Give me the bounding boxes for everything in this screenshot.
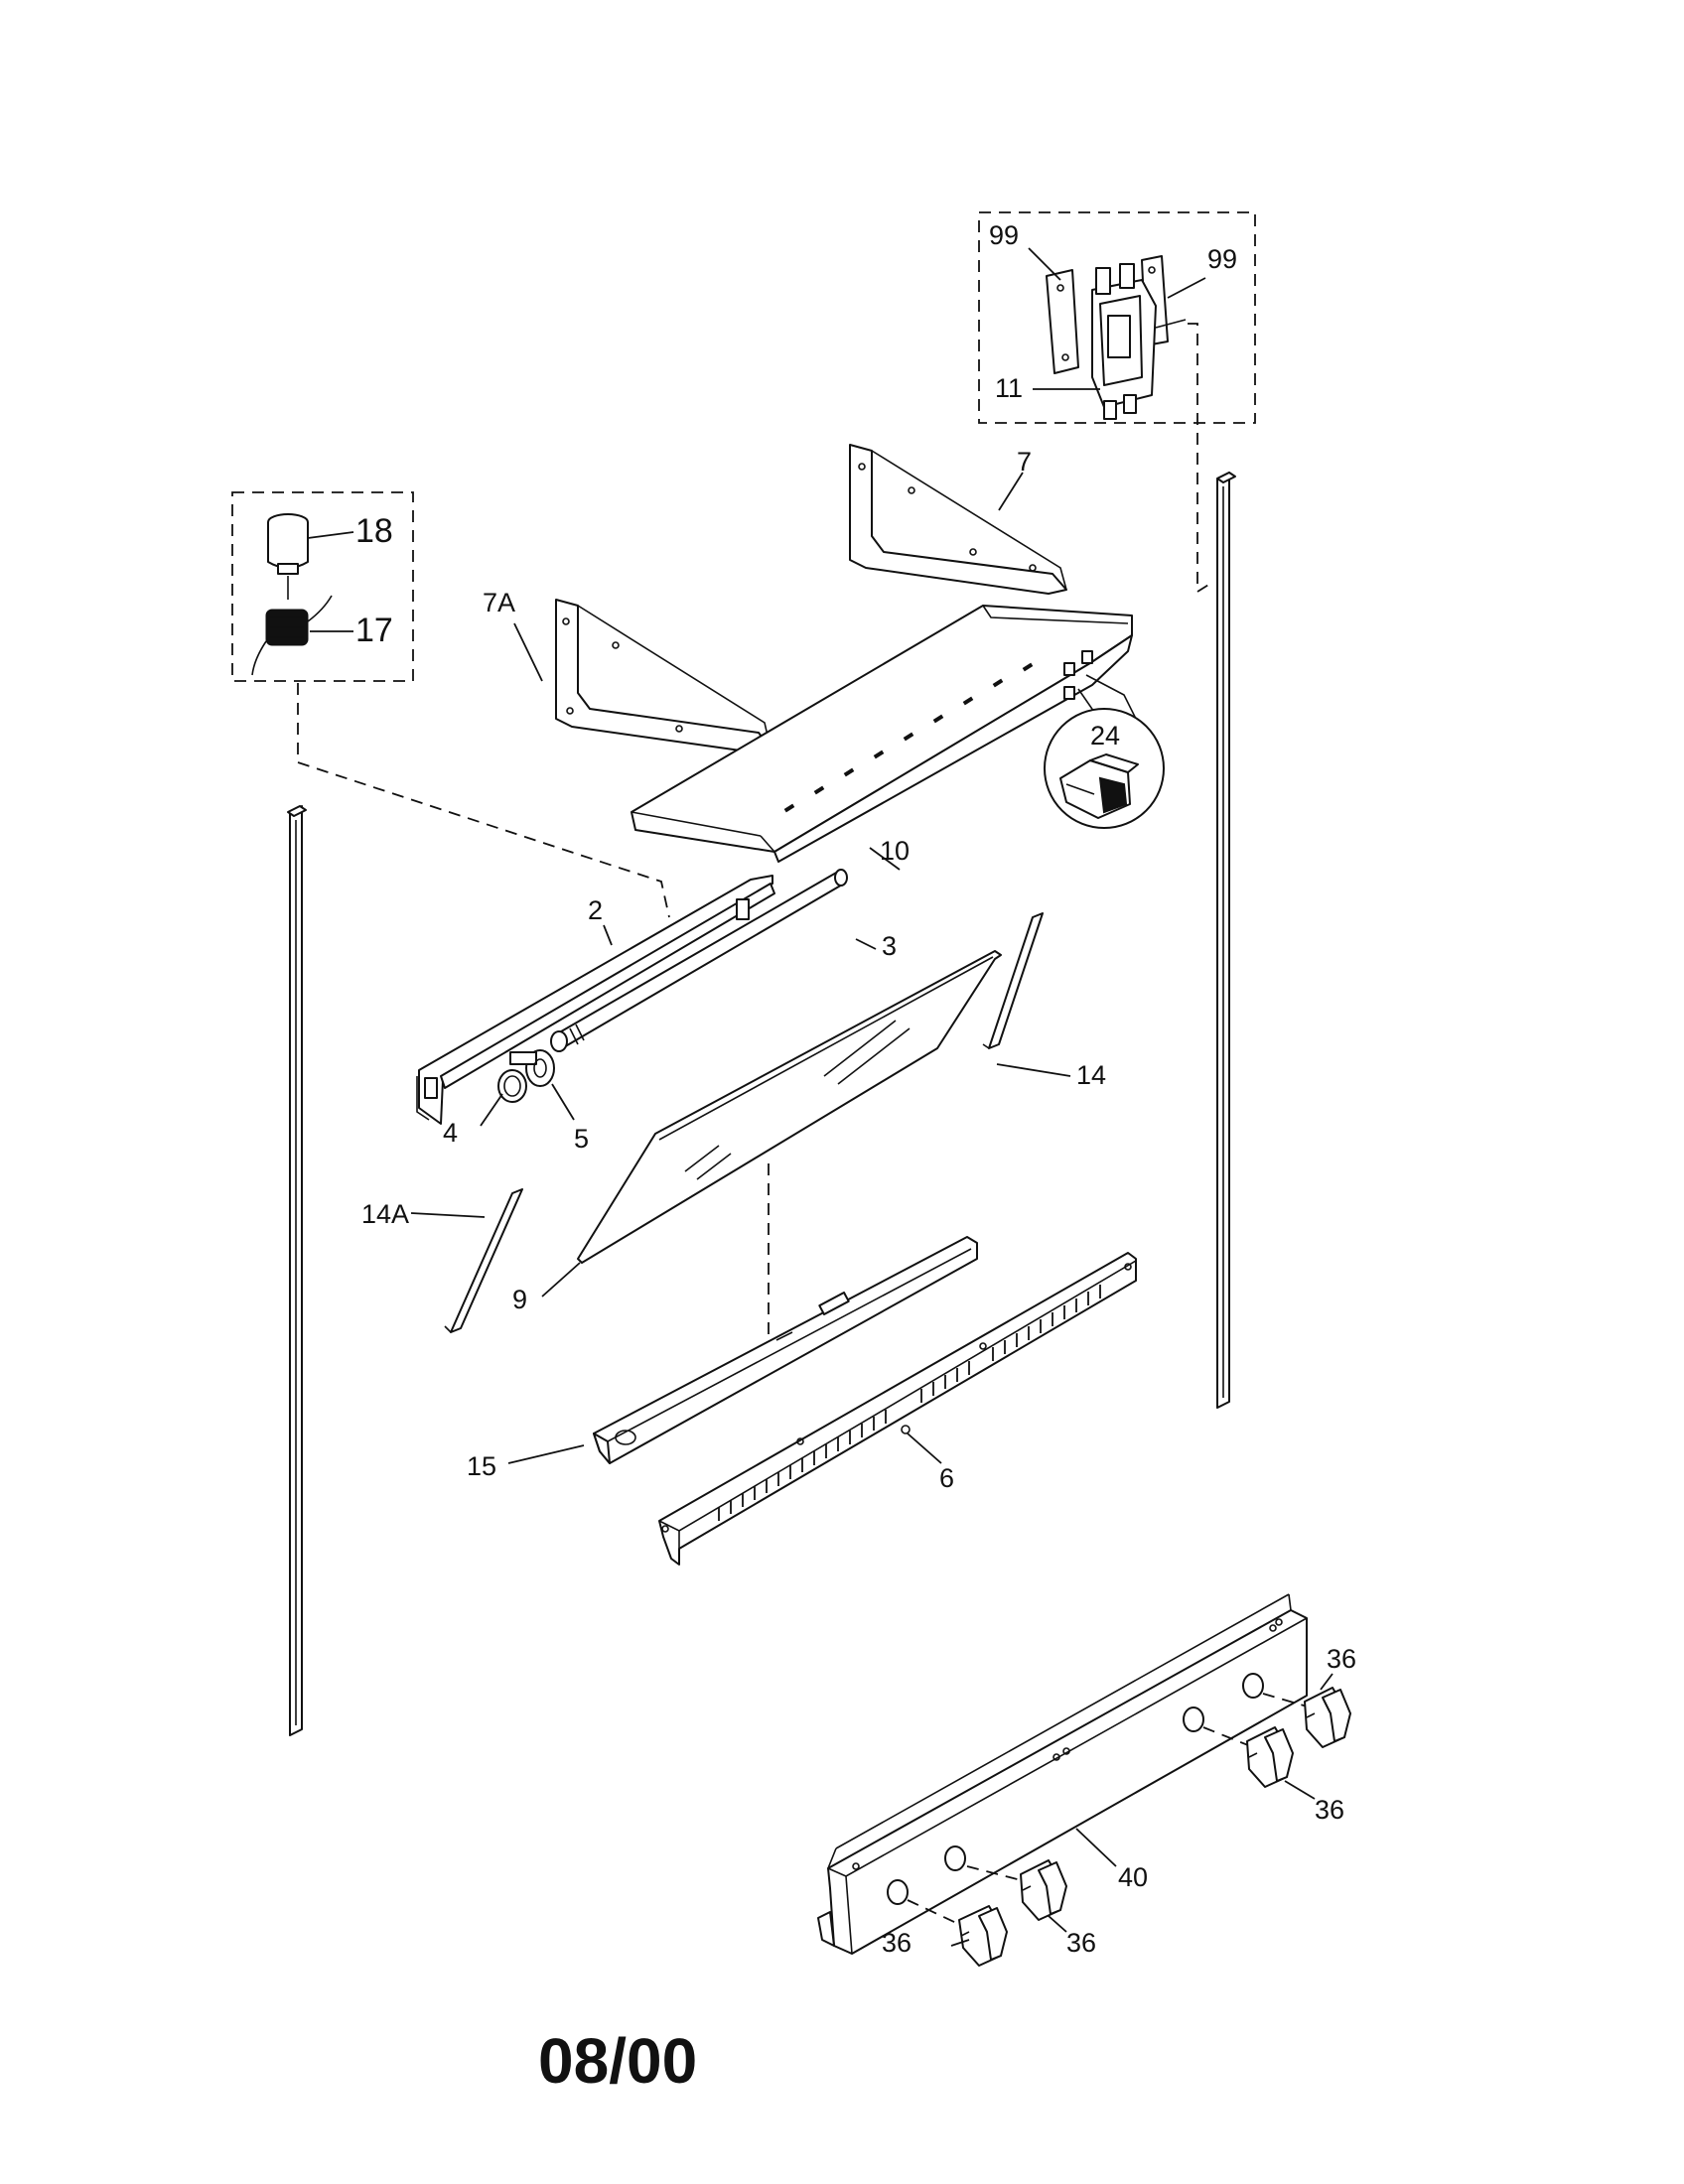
side-bracket-7a — [555, 599, 772, 753]
callout-36-right-lower: 36 — [1315, 1795, 1344, 1825]
vent-grille-6 — [658, 1252, 1137, 1566]
callout-10: 10 — [880, 836, 910, 866]
callout-6: 6 — [939, 1463, 954, 1493]
control-shelf-10 — [631, 605, 1133, 863]
fluorescent-tube-3 — [550, 869, 848, 1052]
callout-14: 14 — [1076, 1060, 1106, 1090]
callout-2: 2 — [588, 895, 603, 925]
callout-11: 11 — [995, 373, 1023, 403]
control-knob-36-right-lower — [1246, 1726, 1294, 1788]
glass-panel-9 — [577, 950, 1002, 1264]
relay-11 — [1091, 263, 1187, 420]
date-code: 08/00 — [538, 2025, 697, 2097]
callout-40: 40 — [1118, 1862, 1148, 1892]
lamp-socket-17 — [251, 595, 333, 676]
callout-36-bottom-left: 36 — [882, 1928, 912, 1958]
callout-24: 24 — [1090, 721, 1120, 751]
callout-4: 4 — [443, 1118, 458, 1148]
rocker-switch-24 — [1059, 753, 1139, 819]
callout-17: 17 — [355, 612, 393, 649]
control-knob-36-bottom-center — [1020, 1859, 1067, 1921]
lamp-bulb-18 — [267, 513, 309, 575]
shelf-vent-slots — [783, 662, 1034, 813]
callout-15: 15 — [467, 1451, 496, 1481]
bracket-99-left — [1046, 269, 1079, 374]
callout-18: 18 — [355, 512, 393, 550]
lamp-bracket-2 — [416, 875, 775, 1125]
control-knob-36-bottom-left — [958, 1905, 1008, 1967]
callout-36-right-upper: 36 — [1327, 1644, 1356, 1674]
callout-7: 7 — [1017, 447, 1032, 477]
callout-99-right: 99 — [1207, 244, 1237, 274]
callout-7a: 7A — [483, 588, 515, 617]
relay-assembly-box — [978, 211, 1256, 424]
left-side-trim-column — [287, 805, 307, 1736]
rocker-switch-24-detail — [1044, 708, 1165, 829]
callout-3: 3 — [882, 931, 897, 961]
glass-trim-14a — [444, 1188, 523, 1333]
glass-trim-14 — [982, 912, 1044, 1049]
lamp-assembly-box — [231, 491, 414, 682]
side-bracket-7 — [849, 444, 1067, 595]
callout-5: 5 — [574, 1124, 589, 1154]
callout-36-bottom-center: 36 — [1066, 1928, 1096, 1958]
grille-vent-slots — [718, 1285, 1101, 1521]
callout-9: 9 — [512, 1285, 527, 1314]
lamp-holder-5 — [509, 1049, 555, 1087]
control-panel-front-40 — [817, 1593, 1308, 1955]
callout-99-left: 99 — [989, 220, 1019, 250]
callout-14a: 14A — [361, 1199, 409, 1229]
right-side-trim-column — [1216, 472, 1236, 1409]
lamp-holder-4 — [497, 1069, 527, 1103]
control-knob-36-right-upper — [1304, 1687, 1351, 1748]
lower-trim-channel-15 — [593, 1236, 978, 1464]
